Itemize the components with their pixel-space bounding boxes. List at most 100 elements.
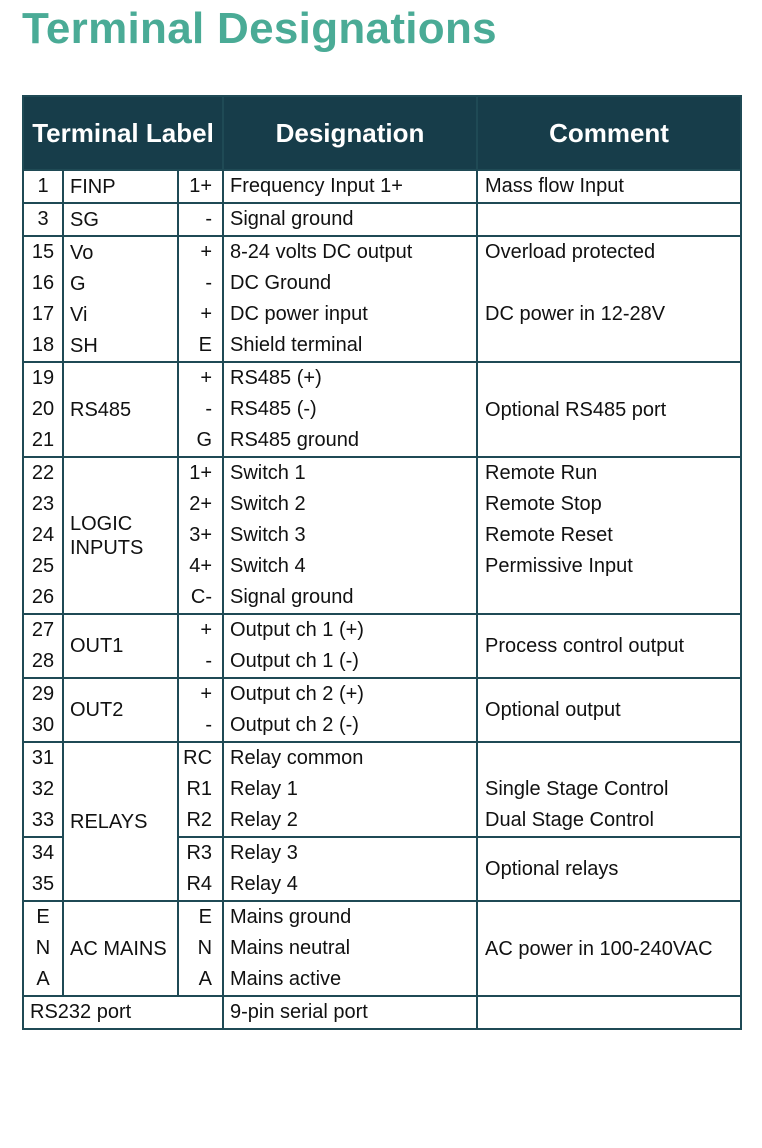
- terminal-polarity: +: [176, 299, 225, 330]
- terminal-polarity: +: [176, 235, 225, 268]
- terminal-label: AC MAINS: [62, 900, 179, 997]
- table-row: 30-Output ch 2 (-): [22, 710, 741, 743]
- comment: [476, 582, 743, 615]
- terminal-polarity: 2+: [176, 489, 225, 520]
- comment: Remote Run: [476, 456, 743, 489]
- comment: Remote Stop: [476, 489, 743, 520]
- terminal-number: A: [22, 964, 64, 997]
- designation: DC power input: [222, 299, 479, 330]
- designation: Switch 2: [222, 489, 479, 520]
- terminal-label: RELAYS: [62, 741, 179, 902]
- designation: Shield terminal: [222, 330, 479, 363]
- terminal-polarity: -: [176, 202, 225, 237]
- terminal-label: Vi: [62, 299, 179, 330]
- table-row: 28-Output ch 1 (-): [22, 646, 741, 679]
- comment: DC power in 12-28V: [476, 299, 743, 330]
- designation: Signal ground: [222, 582, 479, 615]
- terminal-number: 24: [22, 520, 64, 551]
- designation: DC Ground: [222, 268, 479, 299]
- terminal-number: 33: [22, 805, 64, 838]
- comment: [476, 995, 743, 1030]
- designation: Switch 4: [222, 551, 479, 582]
- terminal-number: 18: [22, 330, 64, 363]
- terminal-polarity: RC: [176, 741, 225, 774]
- terminal-number: 16: [22, 268, 64, 299]
- terminal-number: 34: [22, 836, 64, 869]
- terminal-polarity: 1+: [176, 169, 225, 204]
- table-row: 20-RS485 (-): [22, 394, 741, 425]
- designation: Output ch 2 (-): [222, 710, 479, 743]
- terminal-label: G: [62, 268, 179, 299]
- terminal-polarity: R1: [176, 774, 225, 805]
- terminal-number: 15: [22, 235, 64, 268]
- designation: RS485 (-): [222, 394, 479, 425]
- terminal-number: 20: [22, 394, 64, 425]
- comment: Optional RS485 port: [476, 361, 743, 458]
- terminal-number: 23: [22, 489, 64, 520]
- comment: Single Stage Control: [476, 774, 743, 805]
- header-terminal-label: Terminal Label: [21, 95, 225, 171]
- terminal-polarity: +: [176, 361, 225, 394]
- comment: [476, 330, 743, 363]
- terminal-label: RS485: [62, 361, 179, 458]
- comment: Overload protected: [476, 235, 743, 268]
- terminal-polarity: 1+: [176, 456, 225, 489]
- designation: Switch 1: [222, 456, 479, 489]
- terminal-polarity: 4+: [176, 551, 225, 582]
- designation: Mains ground: [222, 900, 479, 933]
- designation: Output ch 1 (-): [222, 646, 479, 679]
- header-row: Terminal Label Designation Comment: [21, 95, 743, 171]
- terminal-number: 17: [22, 299, 64, 330]
- terminal-label: SG: [62, 202, 179, 237]
- terminal-number: N: [22, 933, 64, 964]
- terminal-number: 25: [22, 551, 64, 582]
- terminal-label: LOGIC INPUTS: [62, 456, 179, 615]
- terminal-polarity: +: [176, 677, 225, 710]
- designation: 8-24 volts DC output: [222, 235, 479, 268]
- terminal-number: 21: [22, 425, 64, 458]
- designation: Mains neutral: [222, 933, 479, 964]
- terminal-polarity: R4: [176, 869, 225, 902]
- designation: Relay 3: [222, 836, 479, 869]
- header-designation: Designation: [222, 95, 479, 171]
- designation: Relay 4: [222, 869, 479, 902]
- designation: Mains active: [222, 964, 479, 997]
- designation: Signal ground: [222, 202, 479, 237]
- designation: Output ch 1 (+): [222, 613, 479, 646]
- terminal-polarity: E: [176, 900, 225, 933]
- terminal-polarity: R3: [176, 836, 225, 869]
- terminal-polarity: +: [176, 613, 225, 646]
- terminal-polarity: G: [176, 425, 225, 458]
- designation: 9-pin serial port: [222, 995, 479, 1030]
- comment: Optional output: [476, 677, 743, 743]
- designation: Output ch 2 (+): [222, 677, 479, 710]
- designation: Switch 3: [222, 520, 479, 551]
- terminal-number: 27: [22, 613, 64, 646]
- terminal-number: 3: [22, 202, 64, 237]
- designation: Relay common: [222, 741, 479, 774]
- terminal-number: 30: [22, 710, 64, 743]
- terminal-label: SH: [62, 330, 179, 363]
- comment: AC power in 100-240VAC: [476, 900, 743, 997]
- comment: [476, 202, 743, 237]
- comment: [476, 741, 743, 774]
